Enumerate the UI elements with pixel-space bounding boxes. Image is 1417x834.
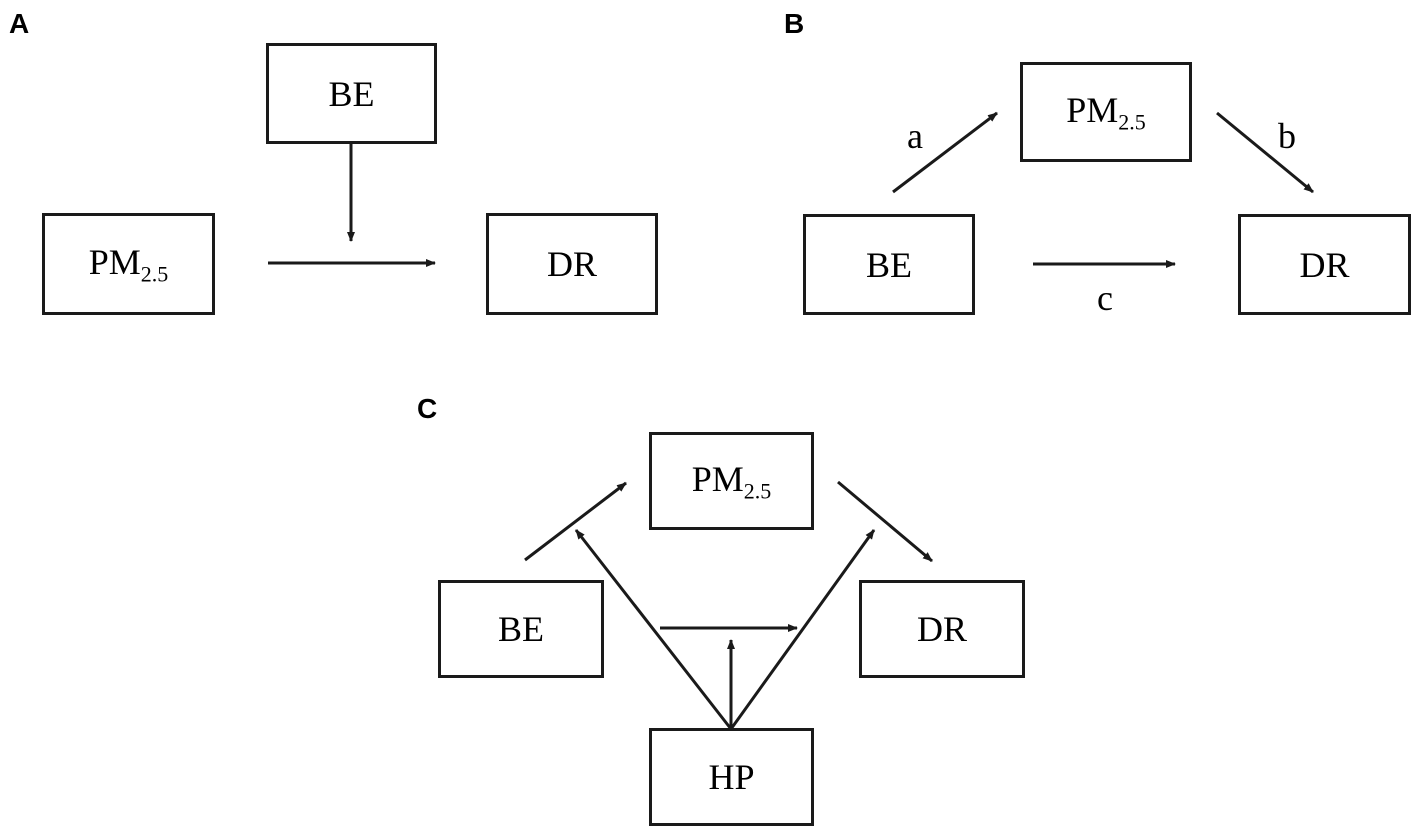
node-a-be: BE [266, 43, 437, 144]
node-b-dr-text: DR [1299, 244, 1350, 285]
node-a-dr: DR [486, 213, 658, 315]
node-c-be: BE [438, 580, 604, 678]
path-label-c: c [1097, 278, 1113, 318]
pm-subscript: 2.5 [140, 261, 169, 287]
panel-label-c: C [417, 393, 438, 424]
node-b-be: BE [803, 214, 975, 315]
node-a-pm25: PM2.5 [42, 213, 215, 315]
arrow-c-be-to-pm [524, 481, 627, 562]
path-label-a: a [907, 116, 923, 156]
node-b-pm25: PM2.5 [1020, 62, 1192, 162]
pm-main-text: PM [88, 241, 141, 282]
node-c-pm25-text: PM2.5 [692, 458, 772, 505]
pm-main-text: PM [691, 458, 744, 499]
arrow-c-hp-to-be-pm [574, 529, 733, 730]
panel-label-a: A [9, 8, 30, 39]
panel-label-b: B [784, 8, 805, 39]
node-a-dr-text: DR [546, 244, 597, 284]
pm-main-text: PM [1066, 89, 1119, 130]
node-c-dr-text: DR [916, 609, 967, 649]
arrow-c-hp-to-pm-dr [729, 529, 876, 730]
pm-subscript: 2.5 [743, 478, 772, 504]
node-c-hp: HP [649, 728, 814, 826]
node-c-dr: DR [859, 580, 1025, 678]
node-b-dr: DR [1238, 214, 1411, 315]
node-b-be-text: BE [865, 244, 912, 285]
node-a-be-text: BE [328, 73, 375, 114]
node-b-pm25-text: PM2.5 [1066, 89, 1146, 136]
path-label-b: b [1278, 116, 1296, 156]
arrow-c-pm-to-dr [837, 480, 933, 563]
node-a-pm25-text: PM2.5 [89, 241, 169, 288]
node-c-be-text: BE [497, 609, 544, 649]
pm-subscript: 2.5 [1118, 109, 1146, 135]
node-c-hp-text: HP [708, 757, 755, 797]
node-c-pm25: PM2.5 [649, 432, 814, 530]
arrow-b-path-a [892, 111, 998, 194]
arrow-b-path-b [1216, 111, 1314, 194]
